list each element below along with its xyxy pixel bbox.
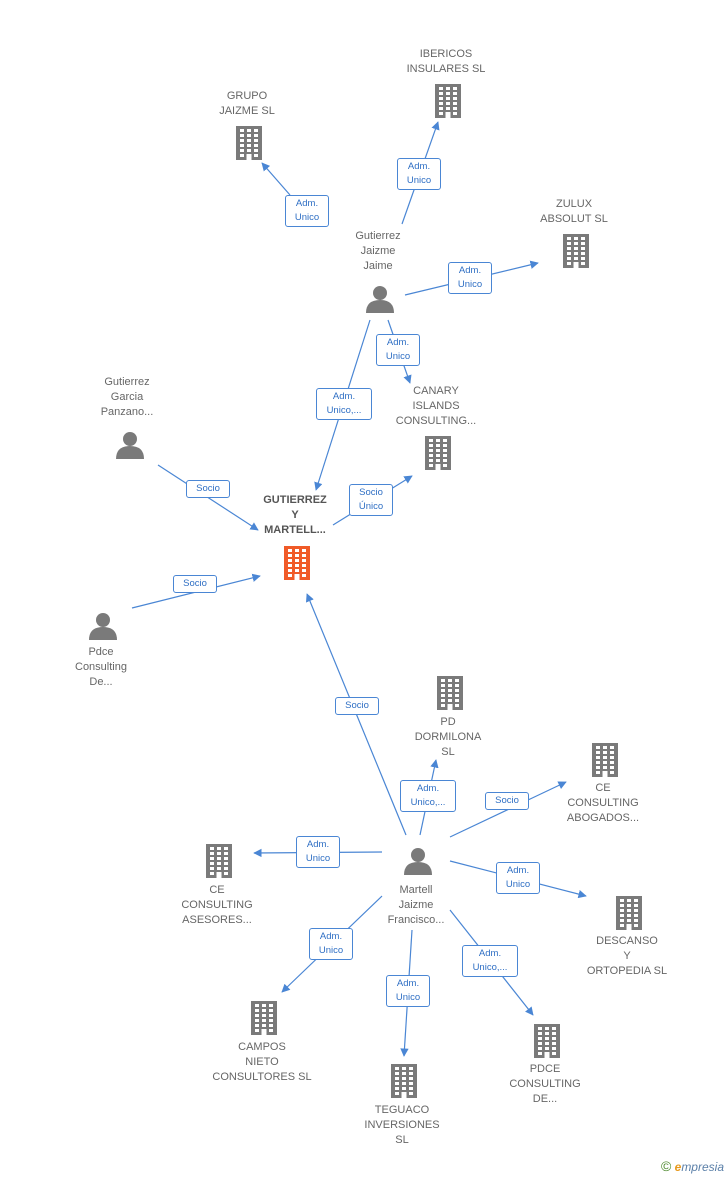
building-icon-teguaco[interactable]	[391, 1064, 417, 1098]
node-label-pdce_p[interactable]: Pdce Consulting De...	[36, 645, 166, 690]
node-label-text: CANARY ISLANDS CONSULTING...	[395, 384, 477, 427]
node-label-text: TEGUACO INVERSIONES SL	[364, 1103, 440, 1146]
person-icon-pdce_p[interactable]	[89, 613, 117, 640]
node-label-text: Pdce Consulting De...	[75, 645, 127, 688]
edge-label-gjj-ibericos[interactable]: Adm. Unico	[397, 158, 441, 190]
edge-label-mjf-ce_ases[interactable]: Adm. Unico	[296, 836, 340, 868]
node-label-campos[interactable]: CAMPOS NIETO CONSULTORES SL	[197, 1040, 327, 1085]
node-label-canary[interactable]: CANARY ISLANDS CONSULTING...	[371, 384, 501, 429]
building-icon-ce_ases[interactable]	[206, 844, 232, 878]
node-label-text: PD DORMILONA SL	[414, 715, 482, 758]
edge-label-gjj-zulux[interactable]: Adm. Unico	[448, 262, 492, 294]
edge-label-mjf-pd[interactable]: Adm. Unico,...	[400, 780, 456, 812]
node-label-teguaco[interactable]: TEGUACO INVERSIONES SL	[337, 1103, 467, 1148]
icons-layer	[89, 84, 642, 1098]
person-icon-ggp[interactable]	[116, 432, 144, 459]
node-label-text: IBERICOS INSULARES SL	[406, 48, 486, 75]
edge-gjj-grupo	[261, 162, 291, 196]
building-icon-main[interactable]	[284, 546, 310, 580]
node-label-mjf[interactable]: Martell Jaizme Francisco...	[351, 883, 481, 928]
node-label-pd[interactable]: PD DORMILONA SL	[383, 715, 513, 760]
edge-label-gjj-canary[interactable]: Adm. Unico	[376, 334, 420, 366]
building-icon-canary[interactable]	[425, 436, 451, 470]
node-label-gjj[interactable]: Gutierrez Jaizme Jaime	[313, 229, 443, 274]
edge-label-mjf-pdce_c[interactable]: Adm. Unico,...	[462, 945, 518, 977]
building-icon-pdce_c[interactable]	[534, 1024, 560, 1058]
node-label-text: GRUPO JAIZME SL	[219, 90, 275, 117]
building-icon-ibericos[interactable]	[435, 84, 461, 118]
node-label-grupo[interactable]: GRUPO JAIZME SL	[182, 89, 312, 119]
node-label-ibericos[interactable]: IBERICOS INSULARES SL	[381, 47, 511, 77]
node-label-text: Gutierrez Garcia Panzano...	[100, 375, 154, 418]
building-icon-ce_abog[interactable]	[592, 743, 618, 777]
copyright-icon: ©	[660, 1158, 672, 1174]
node-label-main[interactable]: GUTIERREZ Y MARTELL...	[230, 493, 360, 538]
brand-logo-text: mpresia	[681, 1160, 724, 1174]
edge-label-gjj-main[interactable]: Adm. Unico,...	[316, 388, 372, 420]
building-icon-grupo[interactable]	[236, 126, 262, 160]
node-label-ce_abog[interactable]: CE CONSULTING ABOGADOS...	[538, 781, 668, 826]
edge-label-ggp-main[interactable]: Socio	[186, 480, 230, 498]
building-icon-zulux[interactable]	[563, 234, 589, 268]
edge-label-mjf-campos[interactable]: Adm. Unico	[309, 928, 353, 960]
node-label-text: Gutierrez Jaizme Jaime	[355, 229, 401, 272]
node-label-ce_ases[interactable]: CE CONSULTING ASESORES...	[152, 883, 282, 928]
building-icon-descanso[interactable]	[616, 896, 642, 930]
node-label-text: ZULUX ABSOLUT SL	[540, 198, 608, 225]
node-label-descanso[interactable]: DESCANSO Y ORTOPEDIA SL	[562, 934, 692, 979]
building-icon-campos[interactable]	[251, 1001, 277, 1035]
node-label-text: GUTIERREZ Y MARTELL...	[263, 493, 327, 536]
node-label-text: CAMPOS NIETO CONSULTORES SL	[212, 1040, 312, 1083]
node-label-text: DESCANSO Y ORTOPEDIA SL	[586, 934, 668, 977]
node-label-text: PDCE CONSULTING DE...	[509, 1062, 581, 1105]
node-label-text: CE CONSULTING ASESORES...	[181, 883, 253, 926]
node-label-ggp[interactable]: Gutierrez Garcia Panzano...	[62, 375, 192, 420]
edge-label-gjj-grupo[interactable]: Adm. Unico	[285, 195, 329, 227]
node-label-zulux[interactable]: ZULUX ABSOLUT SL	[509, 197, 639, 227]
building-icon-pd[interactable]	[437, 676, 463, 710]
brand-footer[interactable]: © empresia	[661, 1158, 724, 1174]
edge-label-pdce_p-main[interactable]: Socio	[173, 575, 217, 593]
edge-label-mjf-ce_abog[interactable]: Socio	[485, 792, 529, 810]
brand-logo-initial: e	[674, 1160, 682, 1174]
person-icon-mjf[interactable]	[404, 848, 432, 875]
edge-label-mjf-teguaco[interactable]: Adm. Unico	[386, 975, 430, 1007]
edge-label-main-canary[interactable]: Socio Único	[349, 484, 393, 516]
node-label-text: CE CONSULTING ABOGADOS...	[566, 781, 640, 824]
edge-label-mjf-descanso[interactable]: Adm. Unico	[496, 862, 540, 894]
node-label-text: Martell Jaizme Francisco...	[387, 883, 445, 926]
node-label-pdce_c[interactable]: PDCE CONSULTING DE...	[480, 1062, 610, 1107]
person-icon-gjj[interactable]	[366, 286, 394, 313]
edge-label-mjf-main[interactable]: Socio	[335, 697, 379, 715]
